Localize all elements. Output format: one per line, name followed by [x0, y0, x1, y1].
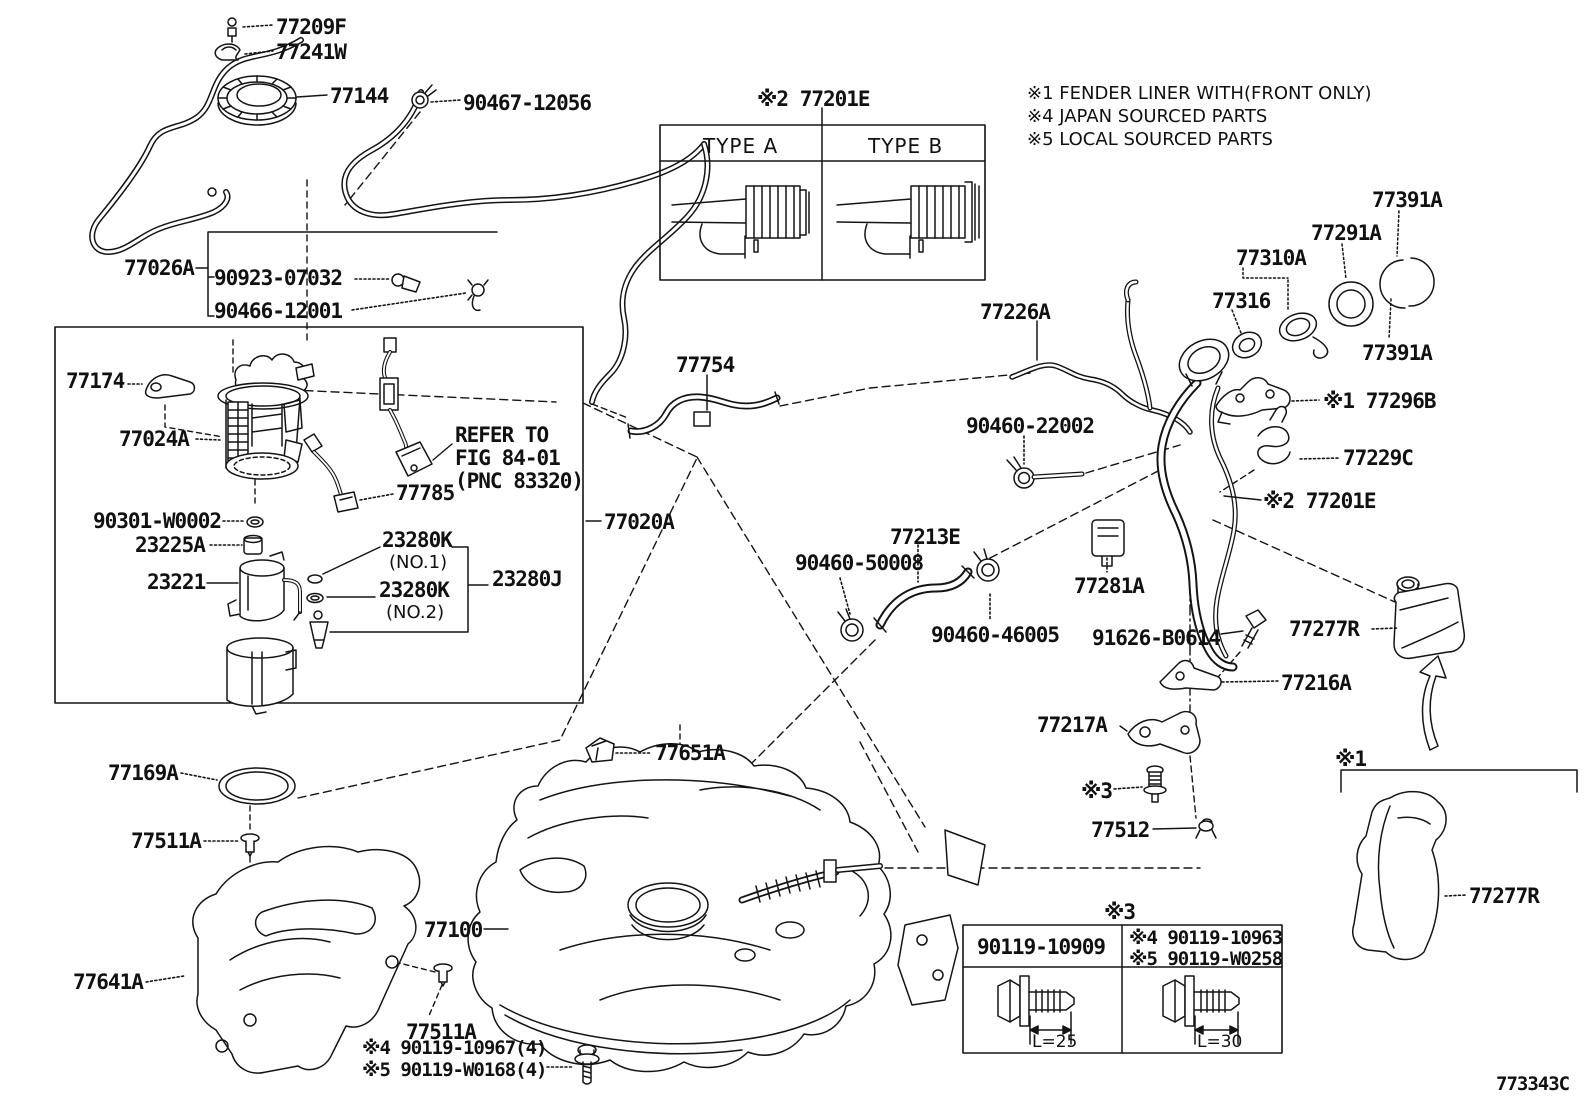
leader-lines	[127, 24, 1467, 1068]
part-label-90460-46005: 90460-46005	[931, 623, 1060, 647]
part-label-23221: 23221	[147, 570, 206, 594]
part-label-23280J: 23280J	[492, 567, 563, 591]
part-label-77511A-1: 77511A	[131, 829, 202, 853]
fuel-hose-77226A-drawing	[1009, 279, 1193, 435]
bolt-box-title: ※3	[1104, 900, 1136, 924]
vent-tube-assembly-drawing	[89, 37, 711, 405]
part-label-77511A-2: 77511A	[406, 1020, 477, 1044]
part-label-77391A-2: 77391A	[1362, 341, 1433, 365]
part-label-77277R-1: 77277R	[1289, 617, 1360, 641]
small-fittings-top-left	[214, 17, 437, 109]
refer-to-note: REFER TO FIG 84-01 (PNC 83320)	[455, 423, 584, 494]
tank-protector-shield-drawing	[192, 845, 421, 1074]
bolt-length-25: L=25	[1032, 1032, 1078, 1052]
part-label-77217A: 77217A	[1037, 713, 1108, 737]
part-label-77641A: 77641A	[73, 970, 144, 994]
part-label-23225A: 23225A	[135, 533, 206, 557]
bolt-length-30: L=30	[1197, 1032, 1243, 1052]
pipe-clips-and-brackets	[1006, 377, 1291, 839]
part-label-77209F: 77209F	[276, 15, 347, 39]
part-label-77169A: 77169A	[108, 761, 179, 785]
part-label-77296B: ※1 77296B	[1323, 389, 1437, 413]
part-label-77201E-mid: ※2 77201E	[1263, 489, 1377, 513]
note-fender-liner: ※1 FENDER LINER WITH(FRONT ONLY)	[1027, 83, 1372, 104]
fuel-tank-drawing	[240, 737, 986, 1085]
part-label-77241W: 77241W	[276, 40, 347, 64]
part-label-77277R-2: 77277R	[1469, 884, 1540, 908]
part-label-77216A: 77216A	[1281, 671, 1352, 695]
part-label-77391A-1: 77391A	[1372, 188, 1443, 212]
fuel-pump-module-box	[54, 326, 584, 704]
filler-cap-and-rings-drawing	[1231, 210, 1435, 359]
bolt-box-left-part: 90119-10909	[977, 935, 1106, 959]
bolt-box-right-part-a: ※4 90119-10963	[1129, 927, 1283, 949]
part-label-23280K-2: 23280K	[379, 578, 450, 602]
bolt-size-table	[962, 924, 1283, 1054]
part-label-77316: 77316	[1212, 289, 1271, 313]
part-label-77100: 77100	[424, 918, 483, 942]
part-label-77229C: 77229C	[1343, 446, 1414, 470]
part-label-90467-12056: 90467-12056	[463, 91, 592, 115]
part-label-23280K-2-sub: (NO.2)	[386, 602, 445, 623]
fender-liner-panel-drawing	[1340, 769, 1578, 961]
part-label-77754: 77754	[676, 353, 735, 377]
part-label-77785: 77785	[396, 481, 455, 505]
part-label-90460-22002: 90460-22002	[966, 414, 1095, 438]
figure-code: 773343C	[1496, 1073, 1570, 1095]
note-local-sourced: ※5 LOCAL SOURCED PARTS	[1027, 129, 1273, 150]
part-label-77144: 77144	[330, 84, 389, 108]
fender-liner-funnel-drawing	[1393, 576, 1466, 751]
fuel-tube-group-bracket	[195, 231, 498, 317]
note-japan-sourced: ※4 JAPAN SOURCED PARTS	[1027, 106, 1268, 127]
ref-label-3-bolt: ※3	[1081, 779, 1113, 803]
part-label-77226A: 77226A	[980, 300, 1051, 324]
part-label-77020A: 77020A	[604, 510, 675, 534]
ref-label-1-bracket: ※1	[1335, 747, 1367, 771]
part-label-77174: 77174	[66, 369, 125, 393]
type-b-header: TYPE B	[868, 134, 944, 158]
bolt-box-right-part-b: ※5 90119-W0258	[1129, 948, 1283, 970]
fuel-pump-module-drawing	[144, 337, 489, 715]
breather-hose-77213E-drawing	[837, 548, 1000, 642]
part-label-77026A: 77026A	[124, 256, 195, 280]
part-label-90466-12001: 90466-12001	[214, 299, 343, 323]
part-label-77281A: 77281A	[1074, 574, 1145, 598]
part-label-77024A: 77024A	[119, 427, 190, 451]
part-label-77291A: 77291A	[1311, 221, 1382, 245]
part-label-77201E-top: ※2 77201E	[757, 87, 871, 111]
part-label-23280K-1: 23280K	[382, 528, 453, 552]
part-label-77651A: 77651A	[655, 741, 726, 765]
fuel-hose-77754-drawing	[627, 374, 781, 439]
tank-gasket-drawing	[218, 767, 296, 805]
part-label-91626-B0614: 91626-B0614	[1092, 626, 1221, 650]
part-label-77310A: 77310A	[1236, 246, 1307, 270]
tank-bolt-note-a: ※4 90119-10967(4)	[362, 1037, 547, 1059]
part-label-90460-50008: 90460-50008	[795, 551, 924, 575]
type-comparison-box	[659, 107, 986, 281]
part-label-90301-W0002: 90301-W0002	[93, 509, 222, 533]
fuel-filler-pipe-drawing	[1156, 338, 1238, 672]
tank-bolt-note-b: ※5 90119-W0168(4)	[362, 1059, 547, 1081]
part-label-77213E: 77213E	[890, 525, 961, 549]
part-label-90923-07032: 90923-07032	[214, 266, 343, 290]
part-label-77512: 77512	[1091, 818, 1150, 842]
fuel-pump-retainer-ring-drawing	[217, 75, 297, 126]
type-a-header: TYPE A	[703, 134, 779, 158]
part-label-23280K-1-sub: (NO.1)	[389, 552, 448, 573]
